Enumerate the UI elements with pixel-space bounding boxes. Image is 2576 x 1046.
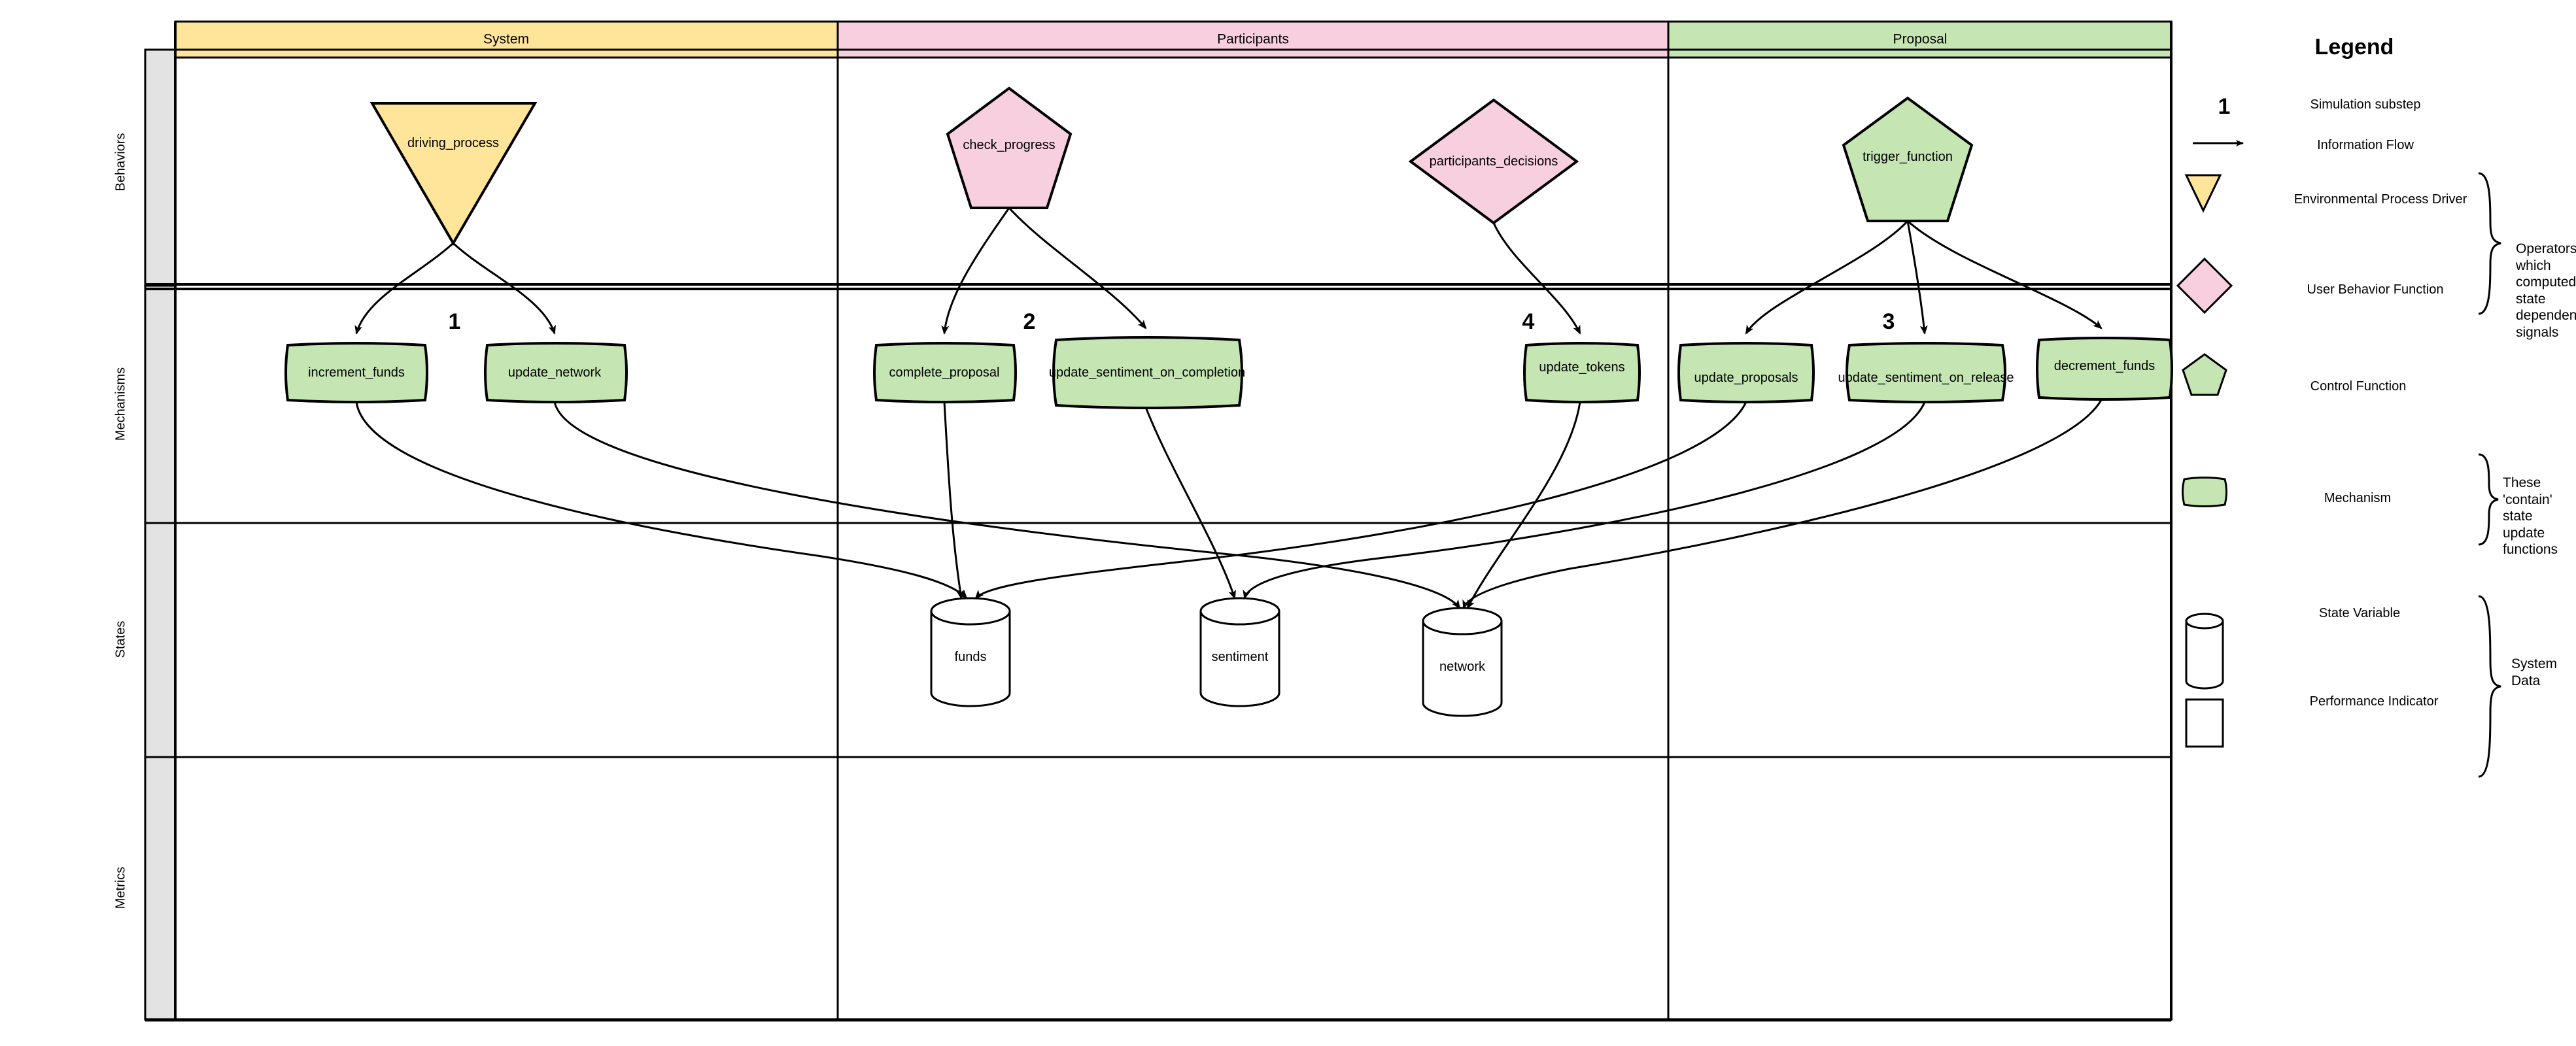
edge-check-progress-to-complete-proposal — [941, 207, 1010, 335]
swimlane-grid — [144, 20, 2172, 1022]
legend-label-simulation-substep: Simulation substep — [2310, 97, 2421, 112]
edge-check-progress-to-update-sentiment-on-completion — [1008, 207, 1147, 329]
row-label-behaviors: Behaviors — [113, 133, 128, 192]
edge-decrement-funds-to-network — [1462, 399, 2103, 609]
column-header-proposal: Proposal — [1893, 31, 1948, 47]
legend-diamond-icon — [2176, 257, 2233, 314]
column-header-participants: Participants — [1217, 31, 1289, 47]
legend-label-control-function: Control Function — [2310, 379, 2407, 394]
mechanism-update-sentiment-on-release-shape — [1846, 342, 2006, 403]
mechanism-increment-funds-shape — [284, 342, 428, 403]
edge-trigger-function-to-decrement-funds — [1906, 220, 2103, 329]
legend-label-information-flow: Information Flow — [2317, 138, 2414, 152]
mechanism-shapes — [284, 336, 2173, 409]
mechanism-update-proposals-shape — [1677, 342, 1815, 403]
row-label-states: States — [113, 620, 128, 658]
state-network-shape — [1422, 607, 1503, 717]
edge-driving-process-to-increment-funds — [354, 242, 455, 335]
legend-cylinder-icon — [2185, 613, 2224, 690]
legend-label-mechanism: Mechanism — [2324, 491, 2392, 505]
state-shapes — [930, 597, 1503, 717]
legend-rect-icon — [2185, 698, 2224, 748]
edge-update-proposals-to-funds — [974, 401, 1747, 599]
behavior-driving-process-shape — [369, 102, 538, 246]
legend-rounded-rect-icon — [2182, 477, 2227, 507]
substep-number-4: 4 — [1522, 309, 1535, 334]
legend-title: Legend — [2314, 35, 2394, 59]
behavior-participants-decisions-label: participants_decisions — [1429, 154, 1558, 169]
edge-update-tokens-to-network — [1466, 401, 1581, 609]
edge-update-sentiment-on-release-to-sentiment — [1243, 401, 1926, 599]
mechanism-update-network-label: update_network — [507, 365, 602, 380]
edge-participants-decisions-to-update-tokens — [1492, 222, 1581, 335]
legend-triangle-down-icon — [2184, 174, 2222, 213]
legend-substep-symbol: 1 — [2218, 94, 2231, 119]
mechanism-update-network-shape — [484, 342, 628, 403]
behavior-driving-process-label: driving_process — [407, 136, 500, 150]
mechanism-complete-proposal-shape — [873, 342, 1017, 403]
mechanism-update-sentiment-on-release-label: update_sentiment_on_release — [1838, 371, 2014, 385]
behavior-trigger-function-label: trigger_function — [1863, 150, 1953, 164]
legend-pentagon-icon — [2182, 353, 2227, 396]
mechanism-update-tokens-shape — [1523, 342, 1641, 403]
mechanism-update-proposals-label: update_proposals — [1694, 371, 1798, 385]
behavior-shapes — [369, 86, 1974, 246]
legend-label-state-variable: State Variable — [2318, 606, 2401, 620]
edges-behavior-to-mechanism — [354, 207, 2103, 335]
state-sentiment-label: sentiment — [1211, 650, 1269, 664]
edge-update-sentiment-on-completion-to-sentiment — [1144, 407, 1236, 599]
column-header-system: System — [483, 31, 530, 47]
mechanism-increment-funds-label: increment_funds — [308, 365, 405, 380]
mechanism-update-sentiment-on-completion-label: update_sentiment_on_completion — [1048, 365, 1246, 380]
legend-brace-mechanisms — [2478, 453, 2499, 546]
edge-trigger-function-to-update-proposals — [1745, 220, 1909, 335]
legend-note-mechanisms: These 'contain' state update functions — [2503, 475, 2558, 558]
legend-brace-behaviors — [2478, 172, 2501, 315]
substep-number-3: 3 — [1882, 309, 1895, 334]
row-label-metrics: Metrics — [113, 866, 128, 909]
edge-trigger-function-to-update-sentiment-on-release — [1906, 220, 1928, 335]
mechanism-decrement-funds-shape — [2036, 337, 2173, 401]
mechanism-update-sentiment-on-completion-shape — [1052, 336, 1243, 409]
legend-label-performance-indicator: Performance Indicator — [2309, 694, 2439, 709]
legend-note-operators: Operators which computed state dependent… — [2516, 241, 2576, 341]
state-funds-shape — [930, 597, 1011, 707]
edge-update-network-to-network — [553, 401, 1461, 609]
mechanism-complete-proposal-label: complete_proposal — [889, 365, 1000, 380]
legend-note-system-data: System Data — [2511, 656, 2558, 688]
state-sentiment-shape — [1199, 597, 1280, 707]
state-funds-label: funds — [954, 650, 987, 664]
substep-number-1: 1 — [448, 309, 461, 334]
legend-brace-states — [2478, 595, 2501, 778]
edge-complete-proposal-to-funds — [943, 401, 965, 599]
mechanism-decrement-funds-label: decrement_funds — [2053, 359, 2155, 373]
state-network-label: network — [1439, 660, 1486, 674]
behavior-check-progress-label: check_progress — [963, 138, 1056, 152]
edges-mechanism-to-state — [355, 399, 2103, 609]
legend-label-environmental-process-driver: Environmental Process Driver — [2293, 192, 2467, 207]
legend-symbols — [2176, 140, 2501, 778]
edge-increment-funds-to-funds — [355, 401, 968, 599]
row-label-mechanisms: Mechanisms — [113, 367, 128, 441]
substep-number-2: 2 — [1023, 309, 1036, 334]
mechanism-update-tokens-label: update_tokens — [1539, 360, 1625, 375]
legend-label-user-behavior-function: User Behavior Function — [2307, 282, 2444, 297]
edge-driving-process-to-update-network — [452, 242, 556, 335]
